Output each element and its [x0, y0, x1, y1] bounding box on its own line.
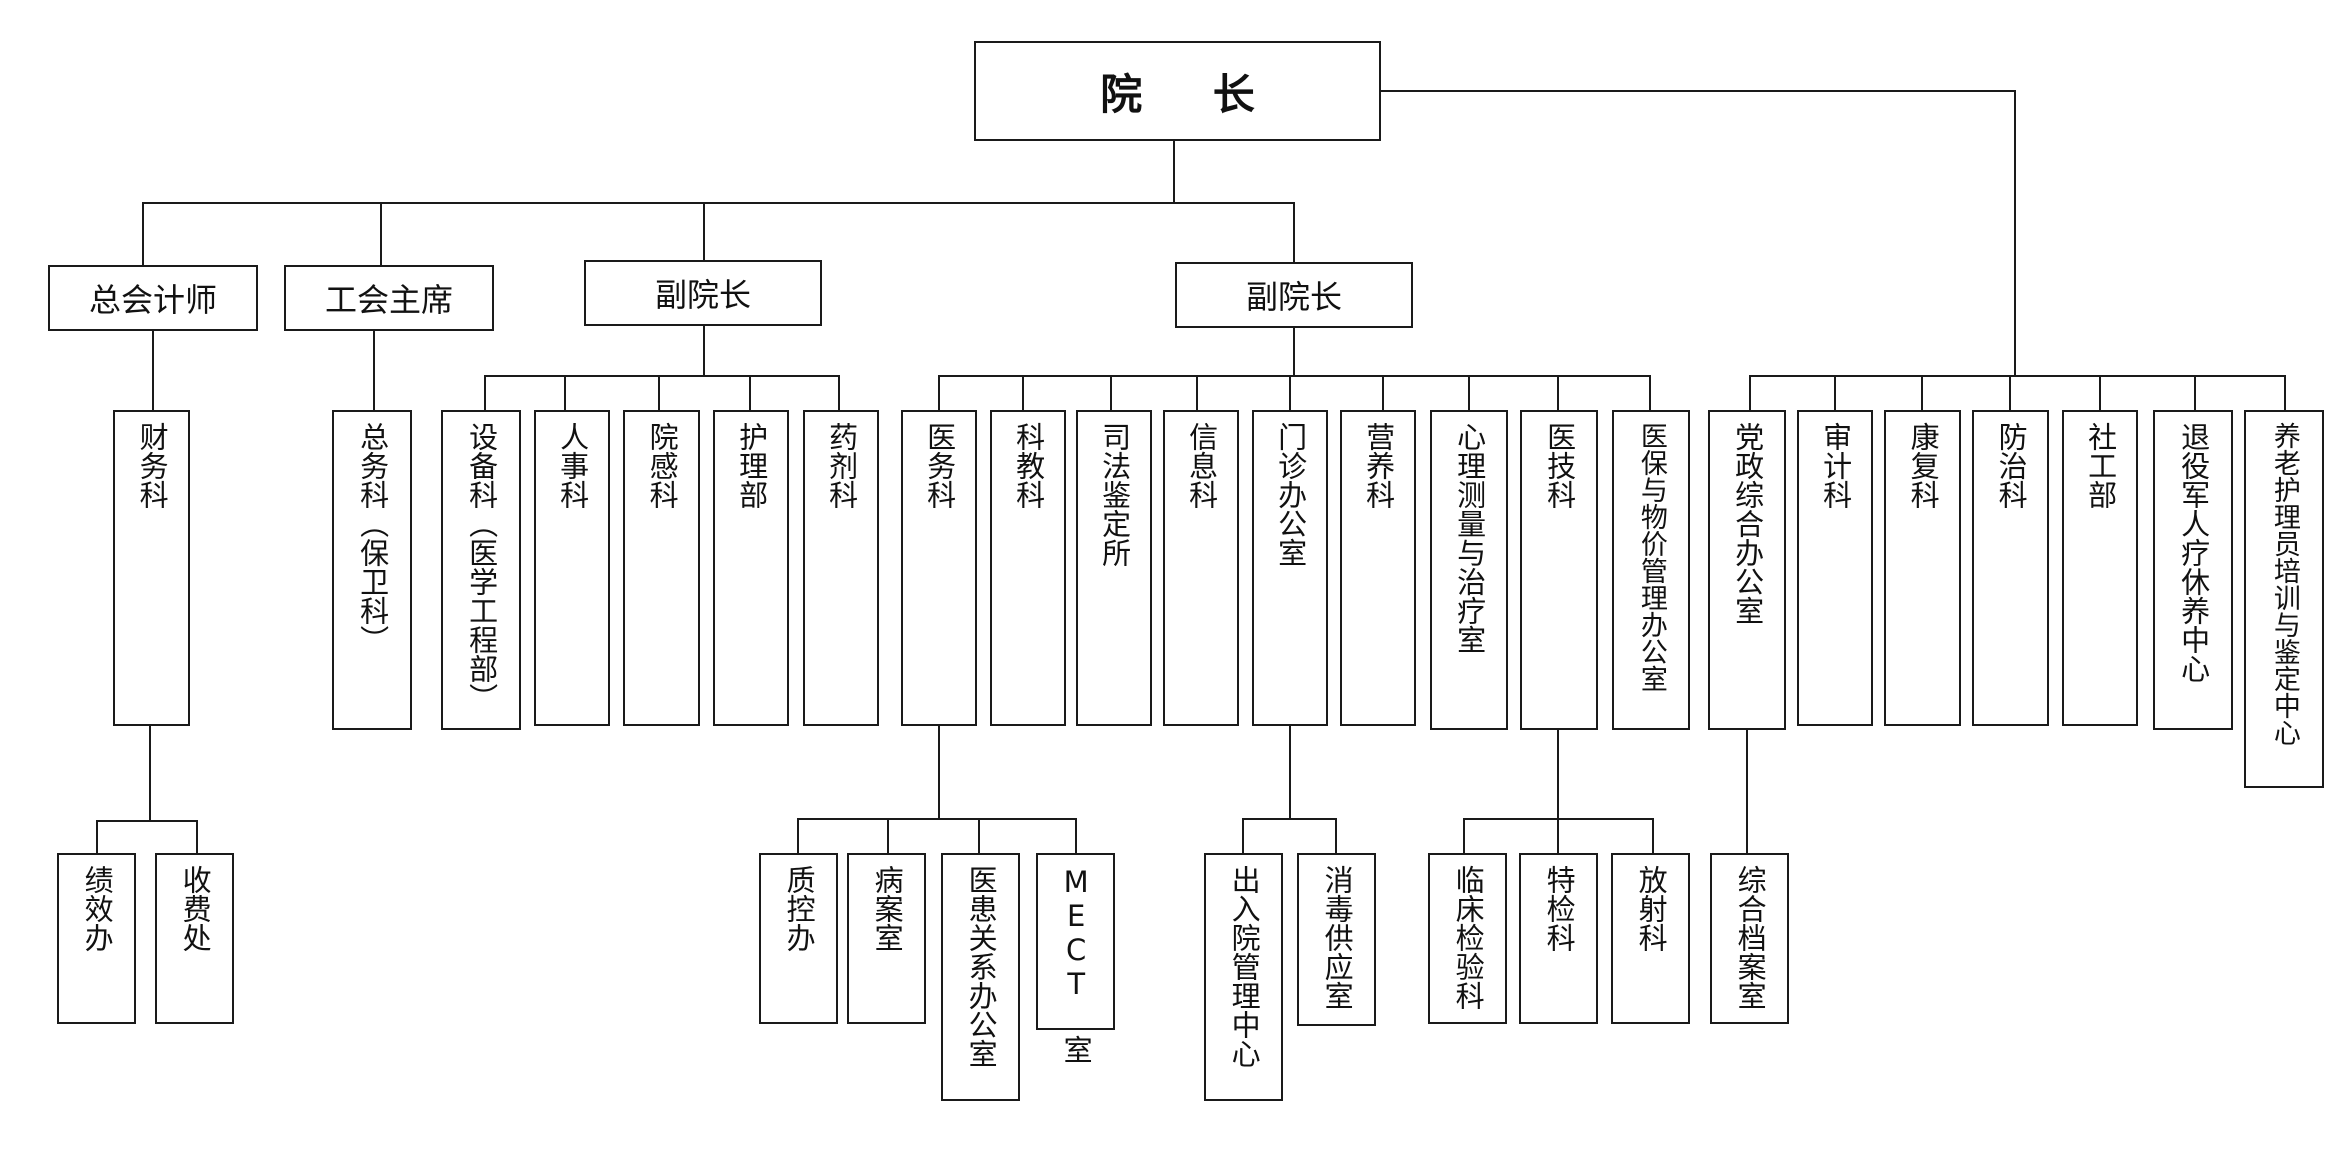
vice-president-1-box: 副院长 — [584, 260, 822, 326]
unit-radiology-label: 放射科 — [1634, 865, 1669, 952]
dept-outpatient-office-label: 门诊办公室 — [1273, 422, 1308, 567]
dept-social-work-label: 社工部 — [2083, 422, 2118, 509]
dept-elderly-care-training-label: 养老护理员培训与鉴定中心 — [2268, 422, 2300, 746]
unit-medical-records: 病案室 — [847, 853, 926, 1024]
unit-patient-relations-label: 医患关系办公室 — [964, 865, 999, 1068]
dept-outpatient-office: 门诊办公室 — [1252, 410, 1328, 726]
unit-mect: MECT 室 — [1036, 853, 1115, 1064]
dept-veterans-center-label: 退役军人疗休养中心 — [2176, 422, 2211, 683]
unit-cashier: 收费处 — [155, 853, 234, 1024]
dept-rehabilitation: 康复科 — [1884, 410, 1961, 726]
dept-forensic: 司法鉴定所 — [1076, 410, 1152, 726]
unit-medical-records-label: 病案室 — [870, 865, 905, 952]
unit-special-exam-label: 特检科 — [1542, 865, 1577, 952]
unit-quality-control-label: 质控办 — [782, 865, 817, 952]
dept-audit: 审计科 — [1797, 410, 1873, 726]
unit-clinical-lab: 临床检验科 — [1428, 853, 1507, 1024]
connector-root-right-branch — [1380, 90, 2016, 377]
unit-cashier-label: 收费处 — [178, 865, 213, 952]
dept-equipment: 设备科（医学工程部） — [441, 410, 521, 730]
dept-infection-control: 院感科 — [623, 410, 700, 726]
dept-nursing-label: 护理部 — [734, 422, 769, 509]
chief-accountant-label: 总会计师 — [88, 281, 217, 319]
dept-general-affairs: 总务科（保卫科） — [332, 410, 412, 730]
dept-finance-label: 财务科 — [135, 422, 170, 509]
dept-social-work: 社工部 — [2062, 410, 2138, 726]
unit-admission-center: 出入院管理中心 — [1204, 853, 1283, 1101]
dept-veterans-center: 退役军人疗休养中心 — [2153, 410, 2233, 730]
union-chairman-label: 工会主席 — [324, 281, 453, 319]
dept-pharmacy: 药剂科 — [803, 410, 879, 726]
chief-accountant-box: 总会计师 — [48, 265, 258, 331]
vice-president-1-label: 副院长 — [654, 276, 751, 314]
unit-radiology: 放射科 — [1611, 853, 1690, 1024]
unit-mect-label: MECT 室 — [1059, 865, 1094, 1064]
dept-personnel: 人事科 — [534, 410, 610, 726]
dept-information: 信息科 — [1163, 410, 1239, 726]
connector-outpatient-subunits — [1242, 725, 1337, 854]
dept-information-label: 信息科 — [1184, 422, 1219, 509]
unit-archives: 综合档案室 — [1710, 853, 1789, 1024]
connector-medical-affairs-subunits — [797, 725, 1077, 854]
unit-special-exam: 特检科 — [1519, 853, 1598, 1024]
dept-rehabilitation-label: 康复科 — [1906, 422, 1941, 509]
dept-insurance-price-label: 医保与物价管理办公室 — [1635, 422, 1667, 692]
connector-finance-subunits — [96, 725, 198, 854]
dept-finance: 财务科 — [113, 410, 190, 726]
dept-audit-label: 审计科 — [1818, 422, 1853, 509]
unit-quality-control: 质控办 — [759, 853, 838, 1024]
dept-psych-measurement: 心理测量与治疗室 — [1430, 410, 1508, 730]
unit-performance-office: 绩效办 — [57, 853, 136, 1024]
unit-clinical-lab-label: 临床检验科 — [1451, 865, 1486, 1010]
dept-science-education: 科教科 — [990, 410, 1066, 726]
dept-science-education-label: 科教科 — [1011, 422, 1046, 509]
dept-medical-affairs: 医务科 — [901, 410, 977, 726]
vice-president-2-box: 副院长 — [1175, 262, 1413, 328]
dept-equipment-label: 设备科（医学工程部） — [464, 422, 499, 712]
union-chairman-box: 工会主席 — [284, 265, 494, 331]
dept-insurance-price: 医保与物价管理办公室 — [1612, 410, 1690, 730]
dept-nutrition: 营养科 — [1340, 410, 1416, 726]
unit-admission-center-label: 出入院管理中心 — [1227, 865, 1262, 1068]
president-box: 院 长 — [974, 41, 1381, 141]
dept-party-admin-label: 党政综合办公室 — [1730, 422, 1765, 625]
dept-elderly-care-training: 养老护理员培训与鉴定中心 — [2244, 410, 2324, 788]
dept-personnel-label: 人事科 — [555, 422, 590, 509]
dept-infection-control-label: 院感科 — [645, 422, 680, 509]
dept-forensic-label: 司法鉴定所 — [1097, 422, 1132, 567]
dept-general-affairs-label: 总务科（保卫科） — [355, 422, 390, 654]
unit-performance-office-label: 绩效办 — [80, 865, 115, 952]
unit-sterilization-label: 消毒供应室 — [1320, 865, 1355, 1010]
connector-medtech-subunits — [1463, 729, 1654, 854]
president-label: 院 长 — [1100, 69, 1283, 119]
dept-party-admin: 党政综合办公室 — [1708, 410, 1786, 730]
dept-pharmacy-label: 药剂科 — [824, 422, 859, 509]
dept-nutrition-label: 营养科 — [1361, 422, 1396, 509]
dept-prevention-label: 防治科 — [1994, 422, 2029, 509]
dept-medical-technology: 医技科 — [1520, 410, 1598, 730]
dept-nursing: 护理部 — [713, 410, 789, 726]
dept-medical-affairs-label: 医务科 — [922, 422, 957, 509]
dept-medical-technology-label: 医技科 — [1542, 422, 1577, 509]
vice-president-2-label: 副院长 — [1245, 278, 1342, 316]
unit-archives-label: 综合档案室 — [1733, 865, 1768, 1010]
unit-patient-relations: 医患关系办公室 — [941, 853, 1020, 1101]
unit-sterilization: 消毒供应室 — [1297, 853, 1376, 1026]
dept-prevention: 防治科 — [1972, 410, 2049, 726]
dept-psych-measurement-label: 心理测量与治疗室 — [1452, 422, 1487, 654]
